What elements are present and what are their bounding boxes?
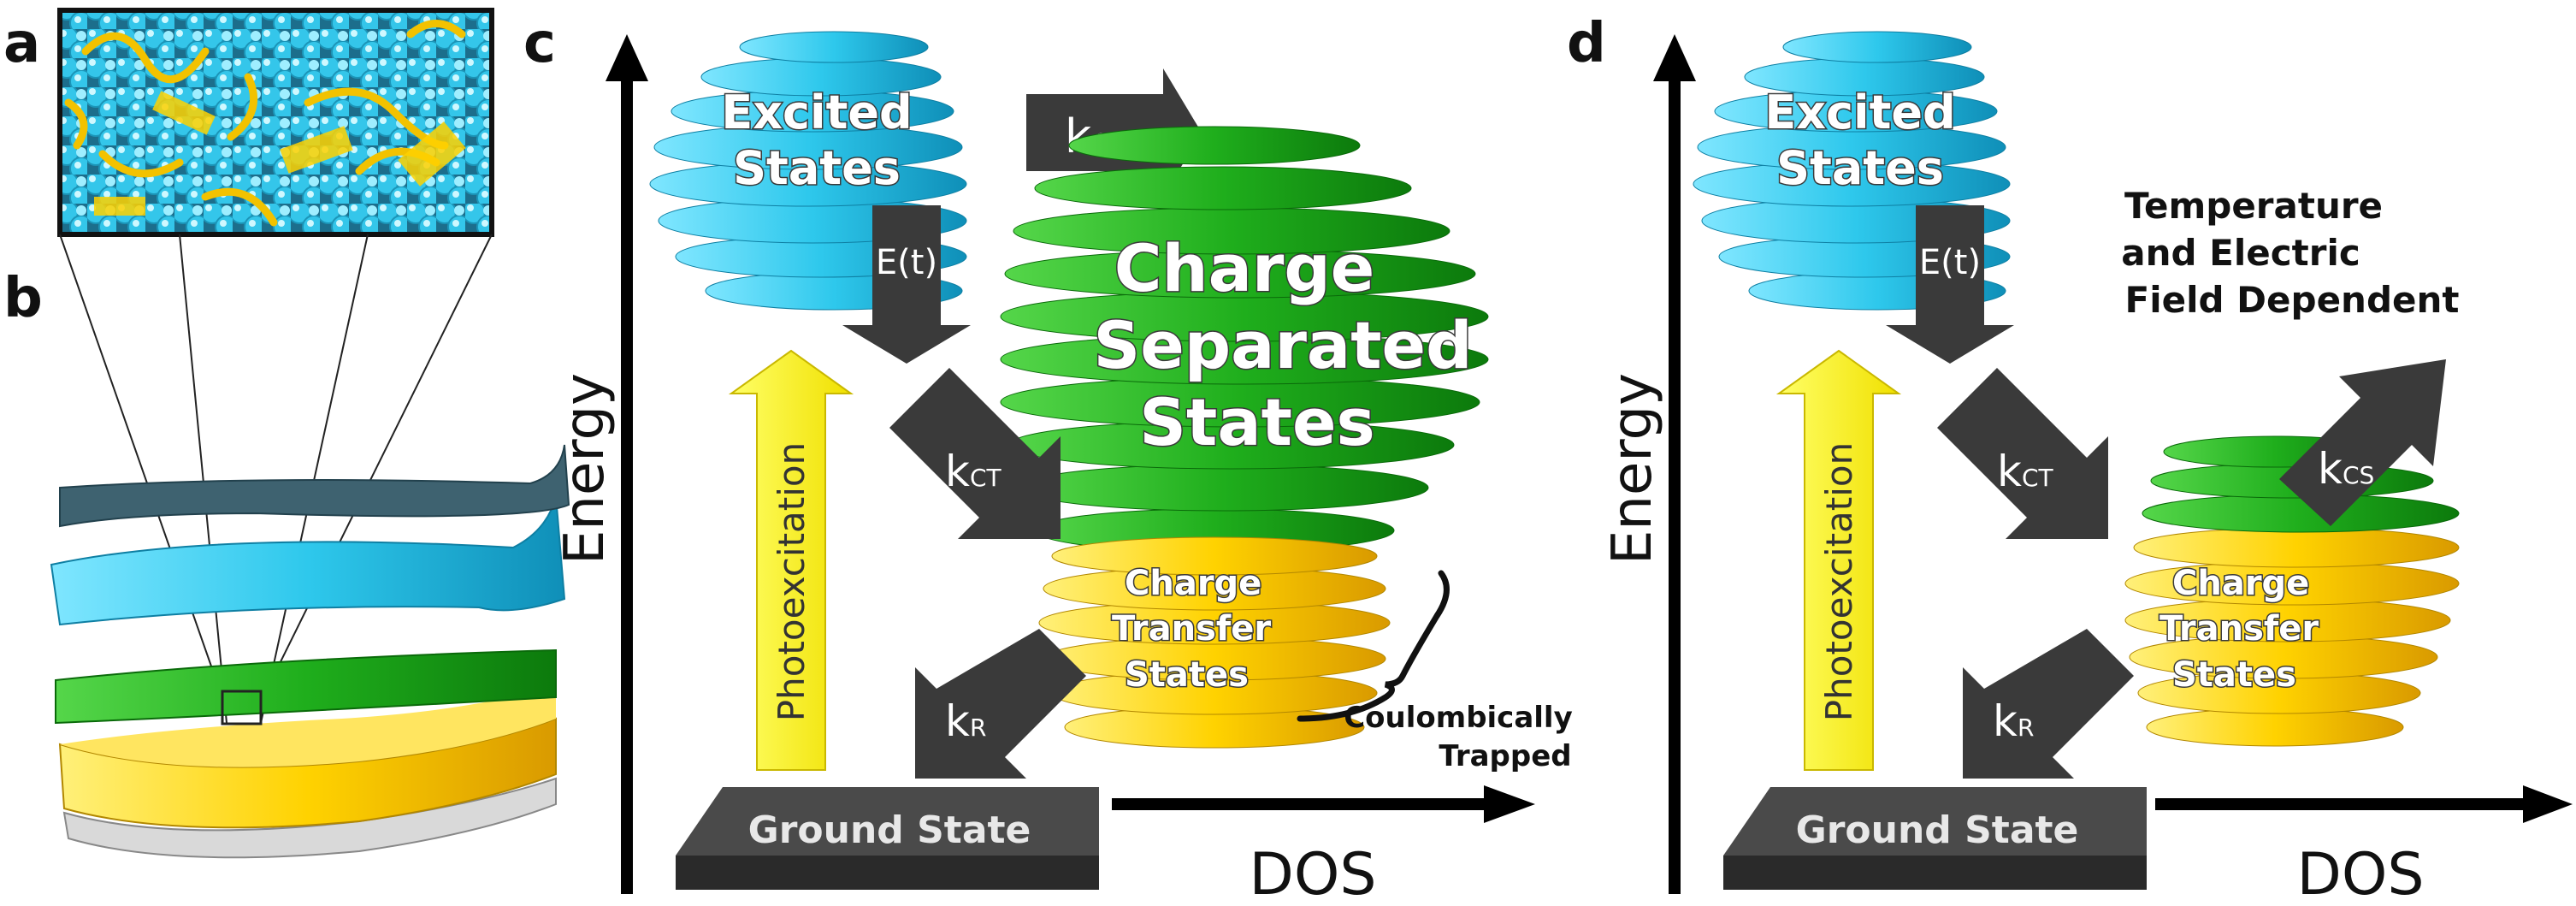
charge-transfer-label-c-line1: Charge xyxy=(1125,564,1261,603)
charge-separated-label-c-line1: Charge xyxy=(1114,230,1375,306)
k-r-arrow-d xyxy=(1963,629,2134,779)
ground-state-label-c: Ground State xyxy=(748,808,1031,852)
k-ct-arrow-c xyxy=(889,368,1061,539)
energy-axis-label-d: Energy xyxy=(1601,373,1664,565)
k-ct-label-d: kCT xyxy=(1997,447,2054,496)
dos-axis-label-c: DOS xyxy=(1249,841,1376,906)
energy-axis-label-c: Energy xyxy=(553,373,617,565)
charge-separated-label-c-line3: States xyxy=(1139,384,1374,460)
ground-state-label-d: Ground State xyxy=(1796,808,2079,852)
charge-transfer-label-d-line2: Transfer xyxy=(2159,609,2319,648)
device-layer-stack xyxy=(50,444,570,859)
coulombically-trapped-label-c-line2: Trapped xyxy=(1439,739,1571,773)
dos-axis-c xyxy=(1112,785,1535,823)
k-ct-label-c: kCT xyxy=(945,447,1002,496)
charge-transfer-label-d-line1: Charge xyxy=(2172,564,2309,603)
photoexcitation-arrow-c xyxy=(728,349,854,771)
photoexcitation-arrow-d xyxy=(1775,349,1902,771)
panel-letter-d: d xyxy=(1567,12,1606,75)
trapped-brace-c xyxy=(1297,570,1450,722)
panel-letter-c: c xyxy=(523,12,556,75)
k-r-arrow-c xyxy=(915,629,1086,779)
field-relaxation-arrow-c xyxy=(842,205,971,364)
ground-state-slab-c xyxy=(676,787,1099,890)
e-t-label-d: E(t) xyxy=(1919,243,1981,282)
excited-states-label-d-line1: Excited xyxy=(1764,86,1955,139)
photoexcitation-label-c: Photoexcitation xyxy=(771,442,812,721)
excited-states-stack-c xyxy=(649,31,967,311)
morphology-inset xyxy=(57,8,494,237)
k-cs-arrow-d xyxy=(2279,359,2446,526)
coulombically-trapped-label-c-line1: Coulombically xyxy=(1344,701,1573,735)
excited-states-label-c-line1: Excited xyxy=(721,86,912,139)
dos-axis-label-d: DOS xyxy=(2296,841,2424,906)
charge-transfer-label-c-line2: Transfer xyxy=(1112,609,1271,648)
ground-state-slab-d xyxy=(1723,787,2147,890)
temp-field-label-line1: Temperature xyxy=(2124,185,2383,227)
k-r-label-d: kR xyxy=(1993,696,2034,746)
temp-field-label-line3: Field Dependent xyxy=(2125,279,2460,321)
charge-transfer-stack-d xyxy=(2124,527,2460,747)
charge-transfer-label-c-line3: States xyxy=(1125,655,1249,695)
temp-field-label-line2: and Electric xyxy=(2121,232,2360,274)
zoom-lines xyxy=(59,234,493,724)
panel-letter-b: b xyxy=(3,267,43,330)
dos-axis-d xyxy=(2155,785,2573,823)
charge-transfer-label-d-line3: States xyxy=(2172,655,2296,695)
charge-transfer-stack-c xyxy=(1038,536,1391,749)
excited-states-label-d-line2: States xyxy=(1776,141,1944,195)
k-cs-label-d: kCS xyxy=(2318,444,2374,494)
k-ct-arrow-d xyxy=(1937,368,2108,539)
charge-separated-stack-c xyxy=(1000,126,1489,553)
excited-states-label-c-line2: States xyxy=(733,141,901,195)
photoexcitation-label-d: Photoexcitation xyxy=(1818,442,1860,721)
k-r-label-c: kR xyxy=(945,696,986,746)
panel-letter-a: a xyxy=(3,12,40,75)
energy-axis-d xyxy=(1653,34,1696,894)
e-t-label-c: E(t) xyxy=(876,243,937,282)
energy-axis-c xyxy=(606,34,648,894)
field-relaxation-arrow-d xyxy=(1886,205,2014,364)
charge-separated-label-c-line2: Separated xyxy=(1093,307,1472,383)
